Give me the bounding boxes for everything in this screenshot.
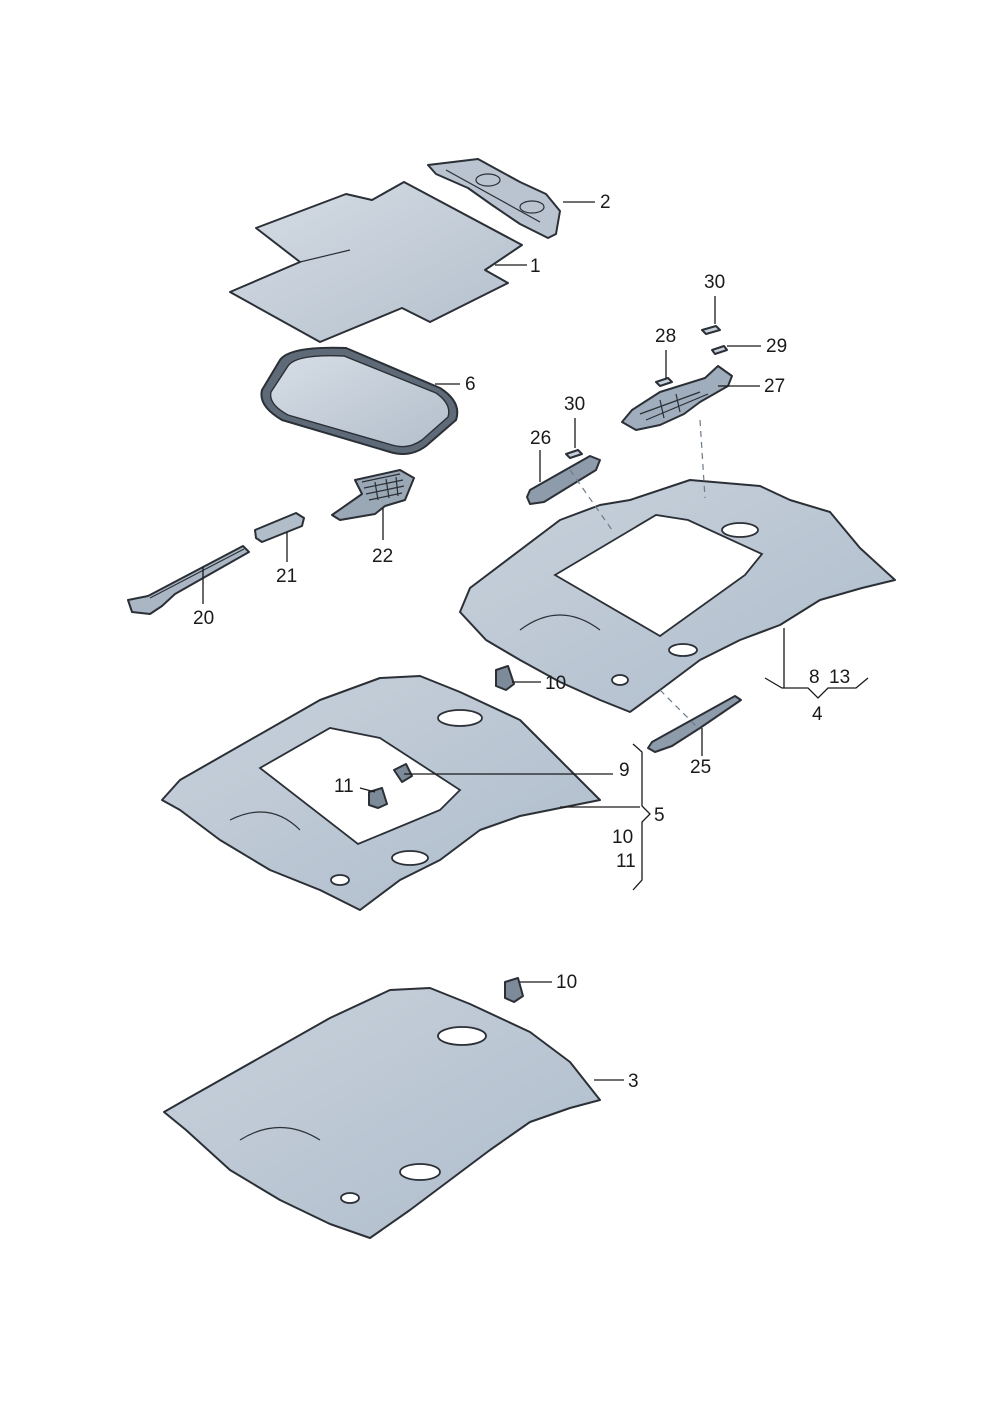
part-6-seal: [260, 346, 459, 455]
callout-29: 29: [766, 336, 787, 357]
assembly-guides: [569, 419, 706, 731]
part-2-strip: [427, 158, 561, 239]
part-27-bracket: [621, 325, 733, 431]
leader-lines: [202, 201, 869, 1081]
callout-25: 25: [690, 757, 711, 778]
callout-27: 27: [764, 376, 785, 397]
callout-28: 28: [655, 326, 676, 347]
callout-21: 21: [276, 566, 297, 587]
callout-labels: 2 1 6 22 21 20 26 30 28 30 29 27 8 13 4 …: [193, 192, 850, 1092]
callout-9: 9: [619, 760, 630, 781]
part-22-bracket: [331, 469, 415, 521]
callout-5: 5: [654, 805, 665, 826]
callout-20: 20: [193, 608, 214, 629]
callout-2: 2: [600, 192, 611, 213]
callout-4: 4: [812, 704, 823, 725]
callout-30-left: 30: [564, 394, 585, 415]
part-20-rail: [127, 545, 250, 615]
callout-10-group: 10: [612, 827, 633, 848]
part-4-headliner: [459, 479, 896, 713]
clip-9: [393, 763, 413, 783]
clip-10-middle: [495, 665, 515, 691]
callout-22: 22: [372, 546, 393, 567]
callout-10-bottom: 10: [556, 972, 577, 993]
clip-11: [368, 787, 388, 809]
callout-1: 1: [530, 256, 541, 277]
callout-11-left: 11: [334, 776, 354, 797]
callout-13: 13: [829, 667, 850, 688]
part-21-pad: [254, 512, 305, 543]
callout-8: 8: [809, 667, 820, 688]
callout-6: 6: [465, 374, 476, 395]
callout-10-middle: 10: [545, 673, 566, 694]
part-1-mat: [229, 181, 523, 343]
part-26-rail: [526, 449, 601, 505]
callout-30-right: 30: [704, 272, 725, 293]
part-3-headliner: [163, 977, 601, 1239]
callout-26: 26: [530, 428, 551, 449]
callout-3: 3: [628, 1071, 639, 1092]
callout-11-group: 11: [616, 851, 636, 872]
